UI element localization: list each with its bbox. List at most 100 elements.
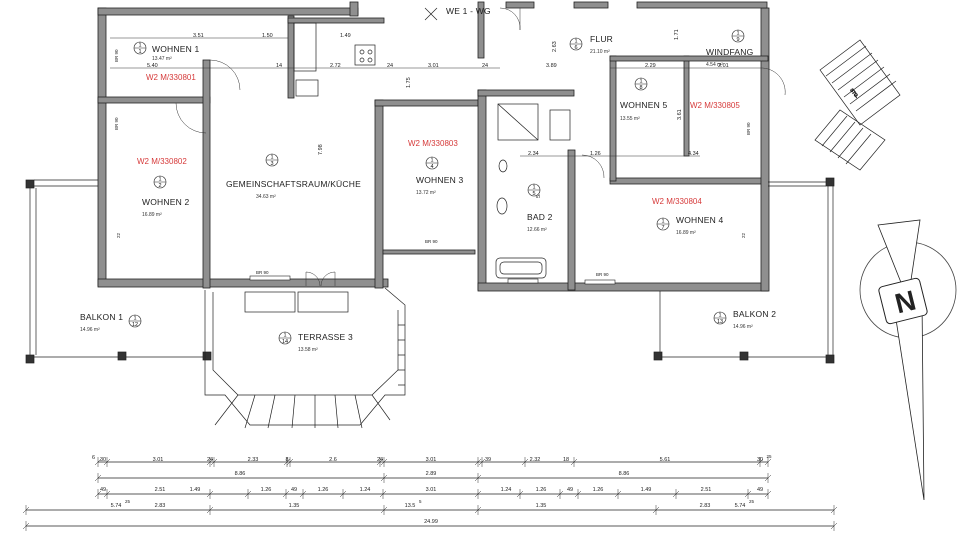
room-gemeinschaftsraum[interactable]: 1 3 GEMEINSCHAFTSRAUM/KÜCHE 34.63 m²: [226, 153, 361, 200]
dim-label: 2.32: [530, 457, 541, 463]
planter-2: [297, 291, 349, 313]
wall-w4-top: [609, 177, 769, 185]
wall-flur-top2: [573, 1, 609, 9]
room-terrasse3[interactable]: 1 14 TERRASSE 3 13.58 m²: [278, 331, 353, 353]
dim-label: 22: [741, 232, 746, 238]
room-area: 16.89 m²: [142, 212, 162, 218]
dim-label: 25: [125, 499, 131, 504]
door-swing-w2: [175, 102, 207, 134]
room-symbol-num: 12: [132, 322, 138, 328]
dim-label: 1.75: [406, 77, 412, 88]
wall-south-right: [477, 282, 769, 292]
wall-wf-top: [609, 55, 769, 62]
dim-label: 24: [377, 457, 383, 463]
dim-label: 2.34: [528, 151, 539, 157]
room-area: 21.10 m²: [590, 49, 610, 55]
kitchen-counter: [293, 22, 317, 72]
wall-west: [97, 7, 107, 287]
stove-burner-4: [367, 57, 373, 63]
openings: [175, 7, 786, 287]
room-symbol-num: 7: [661, 225, 664, 231]
room-balkon1[interactable]: BALKON 1 14.96 m² 1 12: [80, 312, 142, 333]
dim-label: 1.35: [536, 503, 547, 509]
north-badge: [878, 277, 928, 325]
dim-label: 49: [757, 487, 763, 493]
dim-label: 1.50: [262, 33, 273, 39]
dim-label: 3.01: [426, 457, 437, 463]
room-symbol-top: 1: [138, 43, 141, 49]
room-symbol-num: 1: [138, 49, 141, 55]
dim-label: 5.74: [111, 503, 122, 509]
wall-kitchen: [287, 15, 295, 99]
room-area: 4.54 m²: [706, 62, 723, 68]
room-windfang[interactable]: 1 9 WINDFANG 4.54 m²: [706, 29, 753, 68]
room-name: TERRASSE 3: [298, 332, 353, 342]
dim-label: 5.40: [147, 63, 158, 69]
wall-w3-bad: [477, 89, 487, 291]
room-wohnen5[interactable]: 1 8 WOHNEN 5 13.55 m² W2 M/330805: [620, 77, 740, 122]
br-label: BR 90: [256, 270, 269, 275]
fridge: [295, 79, 319, 97]
room-symbol-top: 1: [574, 39, 577, 45]
room-symbol-num: 13: [717, 319, 723, 325]
room-name: WOHNEN 5: [620, 100, 667, 110]
dim-label: 8.86: [619, 471, 630, 477]
wall-north-stub: [349, 1, 359, 17]
dim-label: 1.49: [340, 33, 351, 39]
window-w4: [584, 279, 616, 285]
post: [653, 351, 663, 361]
room-area: 16.89 m²: [676, 230, 696, 236]
post: [202, 351, 212, 361]
room-name: BAD 2: [527, 212, 553, 222]
dim-label: 39: [485, 457, 491, 463]
shower-diagonal: [497, 103, 539, 141]
room-wohnen4[interactable]: W2 M/330804 1 7 WOHNEN 4 16.89 m²: [652, 197, 723, 236]
room-wohnen2[interactable]: W2 M/330802 1 2 WOHNEN 2 16.89 m²: [137, 157, 189, 218]
door-swing-wf: [759, 67, 786, 96]
dim-label: 3.01: [428, 63, 439, 69]
room-symbol-top: 1: [270, 155, 273, 161]
post: [25, 179, 35, 189]
room-symbol-top: 1: [158, 177, 161, 183]
stove: [354, 44, 376, 66]
dim-label: 3.61: [677, 109, 683, 120]
br-label: BR 90: [425, 239, 438, 244]
dim-label: 3.89: [546, 63, 557, 69]
wall-flur-left: [477, 1, 485, 59]
room-symbol-num: 14: [282, 339, 288, 345]
dim-label: 30: [757, 457, 763, 463]
shower: [497, 103, 539, 141]
unit-marker: WE 1 - WG: [424, 6, 491, 21]
post: [25, 354, 35, 364]
balcony-right: [653, 177, 835, 364]
room-area: 13.58 m²: [298, 347, 318, 353]
wall-north-right: [636, 1, 768, 9]
wall-north-left: [97, 7, 359, 16]
wall-w1-w2: [97, 96, 211, 104]
dim-label: 3.01: [426, 487, 437, 493]
room-area: 14.96 m²: [733, 324, 753, 330]
dim-label: 24: [207, 457, 213, 463]
dim-label: 2.33: [248, 457, 259, 463]
room-symbol-top: 1: [430, 158, 433, 164]
bathtub-inner: [499, 261, 543, 275]
room-name: WOHNEN 3: [416, 175, 463, 185]
br-label: BR 90: [746, 122, 751, 135]
door-swing-flur: [499, 7, 521, 31]
br-label: BR 90: [114, 49, 119, 62]
dim-label: 2.89: [426, 471, 437, 477]
room-name: BALKON 1: [80, 312, 123, 322]
room-wohnen1[interactable]: 1 1 WOHNEN 1 13.47 m² W2 M/330801: [133, 41, 199, 82]
dim-label: 1.26: [593, 487, 604, 493]
room-bad2[interactable]: 1 5 BAD 2 12.66 m²: [527, 183, 553, 233]
room-balkon2[interactable]: 1 13 BALKON 2 14.96 m²: [713, 309, 776, 330]
dim-label: 14: [276, 63, 282, 69]
post: [117, 351, 127, 361]
dim-label: 5.74: [735, 503, 746, 509]
dim-label: 1.26: [261, 487, 272, 493]
dim-label: 2.51: [155, 487, 166, 493]
room-flur[interactable]: 1 6 FLUR 21.10 m²: [569, 34, 613, 55]
room-wohnen3[interactable]: W2 M/330803 1 4 WOHNEN 3 13.72 m²: [408, 139, 463, 196]
